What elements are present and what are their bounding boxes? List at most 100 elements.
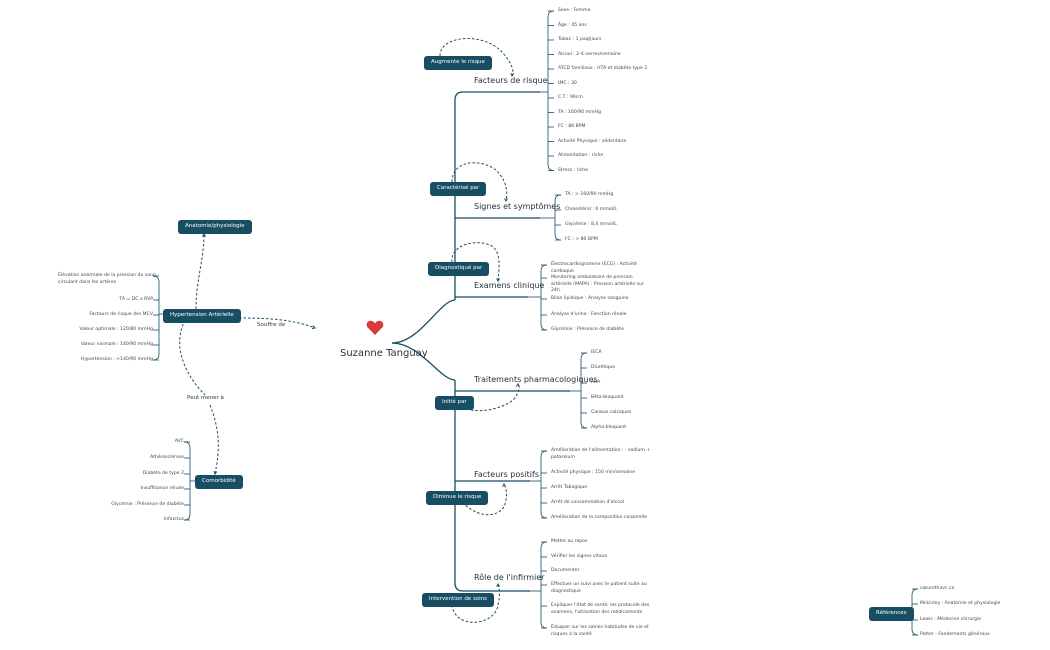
branch-leaf[interactable]: Alimentation : riche: [558, 153, 604, 158]
branch-leaf[interactable]: Cholestérol : 6 mmol/L: [565, 207, 617, 212]
branch-leaf[interactable]: ARA: [591, 380, 601, 385]
arrow-head: [510, 73, 515, 78]
branch-leaf[interactable]: Stress : riche: [558, 167, 589, 173]
arrow-head: [213, 471, 218, 476]
branch-leaf[interactable]: Canaux calciques: [591, 410, 632, 415]
branch-tag-2[interactable]: Diagnostiqué par: [428, 262, 490, 276]
definition-leaf[interactable]: Valeur optimale : 120/80 mmHg: [79, 327, 153, 332]
definition-leaf[interactable]: Facteurs de risque des MCV: [89, 312, 153, 317]
connector: [540, 450, 548, 519]
definition-leaf[interactable]: Hypertension : >140/90 mmHg: [81, 357, 153, 362]
branch-leaf[interactable]: TA : > 160/90 mmHg: [565, 192, 614, 197]
reference-leaf[interactable]: Potter : Fondements généraux: [920, 632, 990, 637]
branch-title-4[interactable]: Facteurs positifs: [474, 470, 540, 479]
branch-leaf[interactable]: Analyse d'urine : Fonction rénale: [551, 312, 627, 317]
comorbidity-leaf[interactable]: Infarctus: [163, 517, 184, 522]
arrow-head: [496, 278, 500, 283]
connector: [391, 342, 456, 381]
comorbidity-leaf[interactable]: Athérosclérose: [149, 455, 184, 460]
arrow-head: [202, 232, 206, 237]
dashed-connector: [451, 242, 500, 282]
references-node[interactable]: Références: [869, 607, 914, 621]
branch-leaf[interactable]: Amélioration de la composition corporell…: [551, 515, 647, 520]
branch-title-3[interactable]: Traitements pharmacologiques: [474, 375, 598, 384]
branch-leaf[interactable]: FC : > 80 BPM: [565, 237, 598, 242]
branch-leaf[interactable]: Glycémie : 8,4 mmol/L: [565, 222, 617, 227]
center-title[interactable]: Suzanne Tanguay: [340, 348, 428, 359]
arrow-head: [515, 382, 520, 387]
connector: [391, 299, 456, 344]
connector: [547, 10, 555, 171]
arrow-head: [502, 482, 506, 487]
dashed-connector: [229, 317, 316, 329]
connector: [454, 91, 464, 300]
heart-icon: [366, 320, 384, 340]
definition-leaf[interactable]: TA = DC x RVP: [119, 297, 153, 302]
branch-tag-4[interactable]: Diminue le risque: [426, 491, 489, 505]
branch-leaf[interactable]: Arrêt de consommation d'alcool: [551, 500, 625, 505]
dashed-connector: [439, 38, 514, 77]
branch-tag-1[interactable]: Caractérisé par: [430, 182, 487, 196]
branch-title-5[interactable]: Rôle de l'infirmier: [474, 573, 545, 582]
branch-leaf[interactable]: TA : 160/90 mmHg: [558, 109, 602, 115]
branch-leaf[interactable]: Activité physique : 150 min/semaine: [551, 470, 636, 475]
comorbidity-leaf[interactable]: AVC: [174, 439, 184, 444]
branch-leaf[interactable]: IMC : 30: [558, 80, 577, 86]
branch-tag-3[interactable]: Initié par: [435, 396, 474, 410]
branch-leaf[interactable]: Amélioration de l'alimentation : - sodiu…: [551, 448, 651, 460]
branch-leaf[interactable]: Tabac : 1 paq/jours: [558, 37, 602, 42]
branch-leaf[interactable]: Diurétique: [591, 365, 616, 370]
branch-title-1[interactable]: Signes et symptômes: [474, 202, 561, 211]
branch-leaf[interactable]: Bilan lipidique : Analyse sanguine: [551, 296, 629, 301]
branch-leaf[interactable]: Monitoring ambulatoire de pression artér…: [551, 275, 644, 294]
souffre-de-label: Souffre de: [257, 322, 286, 328]
hypertension-node[interactable]: Hypertension Artérielle: [163, 309, 241, 323]
connector: [454, 380, 464, 592]
branch-leaf[interactable]: Éduquer sur les saines habitudes de vie …: [551, 625, 649, 637]
dashed-connector: [195, 233, 205, 310]
branch-leaf[interactable]: ATCD familiaux : HTA et diabète type 2: [558, 66, 648, 71]
dashed-connector: [451, 162, 508, 202]
branch-leaf[interactable]: Effectuer un suivi avec le patient suite…: [551, 582, 647, 594]
comorbidite-node[interactable]: Comorbidité: [195, 475, 243, 489]
dashed-connector: [451, 583, 500, 623]
branch-leaf[interactable]: Sexe : Femme: [558, 8, 591, 13]
branch-leaf[interactable]: Alpha-bloquant: [591, 425, 627, 430]
dashed-connector: [209, 404, 219, 475]
connector: [540, 264, 548, 331]
branch-leaf[interactable]: Mettre au repos: [551, 539, 588, 544]
branch-leaf[interactable]: Vérifier les signes vitaux: [551, 554, 608, 559]
connector: [183, 441, 191, 521]
branch-tag-0[interactable]: Augmente le risque: [424, 56, 492, 70]
definition-leaf[interactable]: Valeur normale : 140/90 mmHg: [80, 342, 153, 347]
comorbidity-leaf[interactable]: Diabète de type 2: [142, 471, 184, 476]
branch-leaf[interactable]: FC : 86 BPM: [558, 124, 586, 129]
branch-leaf[interactable]: C.T : 96cm: [558, 95, 583, 100]
comorbidity-leaf[interactable]: Glycémie : Présence de diabète: [111, 502, 184, 507]
comorbidity-leaf[interactable]: Insuffisance rénale: [140, 486, 184, 491]
reference-leaf[interactable]: cœurethavc.ca: [920, 586, 955, 591]
definition-leaf[interactable]: Élévation anormale de la pression du san…: [58, 273, 156, 285]
anatomy-node[interactable]: Anatomie/physiologie: [178, 220, 252, 234]
branch-leaf[interactable]: Bêta-bloquant: [591, 395, 624, 400]
branch-leaf[interactable]: IECA: [591, 350, 602, 355]
dashed-connector: [454, 383, 520, 412]
branch-leaf[interactable]: Glycémie : Présence de diabète: [551, 327, 624, 332]
branch-leaf[interactable]: Documenter: [551, 568, 580, 573]
branch-leaf[interactable]: Arrêt Tabagique: [551, 485, 588, 490]
branch-title-2[interactable]: Examens clinique: [474, 281, 545, 290]
arrow-head: [311, 325, 316, 329]
connector: [554, 194, 562, 241]
branch-leaf[interactable]: Alcool : 2-4 verres/semaine: [558, 51, 621, 57]
reference-leaf[interactable]: Mckinley : Anatomie et physiologie: [920, 601, 1001, 606]
branch-leaf[interactable]: Activité Physique : sédentaire: [558, 138, 627, 144]
branch-leaf[interactable]: Électrocardiogramme (ECG) : Activité car…: [551, 262, 637, 274]
peut-mener-label: Peut mener à: [187, 395, 224, 401]
branch-leaf[interactable]: Âge : 45 ans: [558, 22, 587, 28]
branch-title-0[interactable]: Facteurs de risque: [474, 76, 548, 85]
reference-leaf[interactable]: Lewis : Médecine chirurgie: [920, 617, 982, 622]
branch-tag-5[interactable]: Intervention de soins: [422, 593, 495, 607]
branch-leaf[interactable]: Expliquer l'état de santé, les protocole…: [551, 603, 650, 615]
